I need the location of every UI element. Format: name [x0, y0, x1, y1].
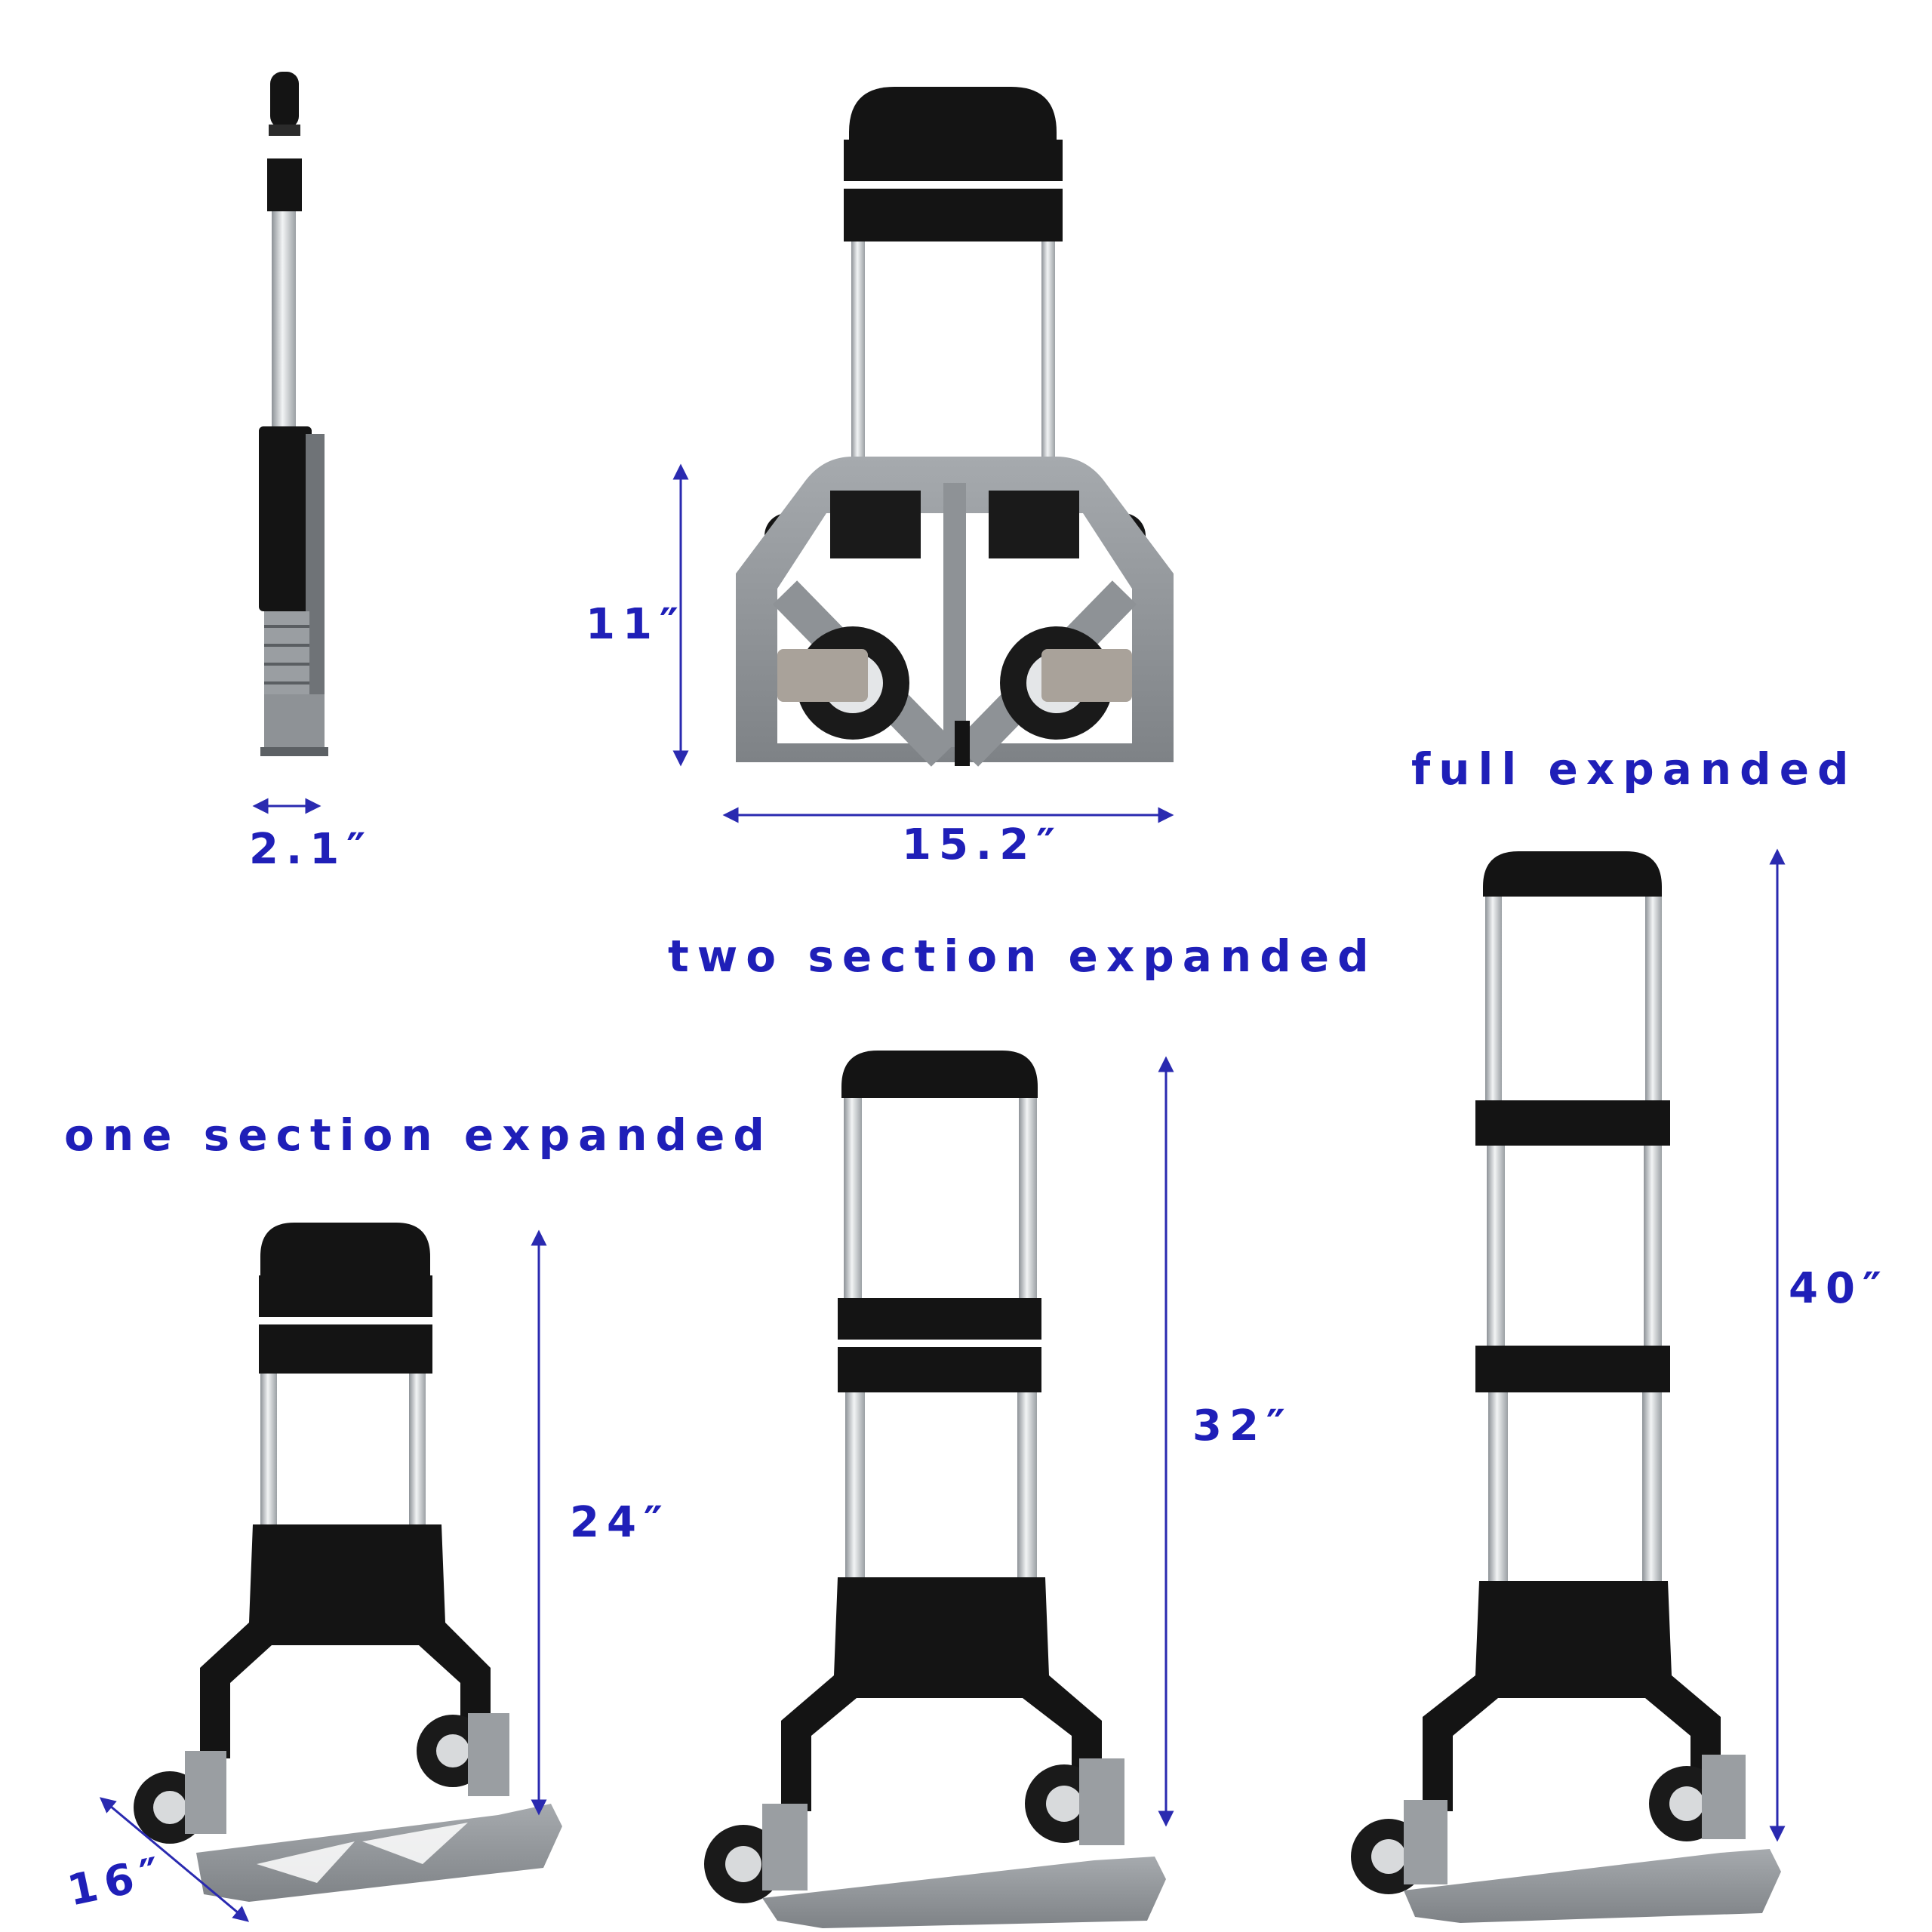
heading-two-section: two section expanded — [668, 931, 1377, 982]
dim-two-section-height: 32″ — [1192, 1401, 1293, 1451]
dolly-full-expanded — [1351, 851, 1781, 1923]
dolly-side-view — [259, 72, 328, 756]
dim-folded-width: 15.2″ — [902, 820, 1063, 869]
dim-side-thickness: 2.1″ — [249, 825, 374, 874]
dim-one-section-height: 24″ — [570, 1498, 670, 1547]
dim-folded-height: 11″ — [586, 600, 686, 649]
heading-full-expanded: full expanded — [1411, 743, 1857, 795]
arrow-plate-depth — [99, 1797, 250, 1922]
dimension-arrows — [99, 463, 1786, 1922]
heading-one-section: one section expanded — [64, 1109, 773, 1161]
dolly-two-section — [704, 1051, 1166, 1928]
dim-full-height: 40″ — [1789, 1264, 1889, 1313]
dolly-front-folded — [736, 87, 1174, 767]
dolly-one-section — [134, 1223, 562, 1902]
